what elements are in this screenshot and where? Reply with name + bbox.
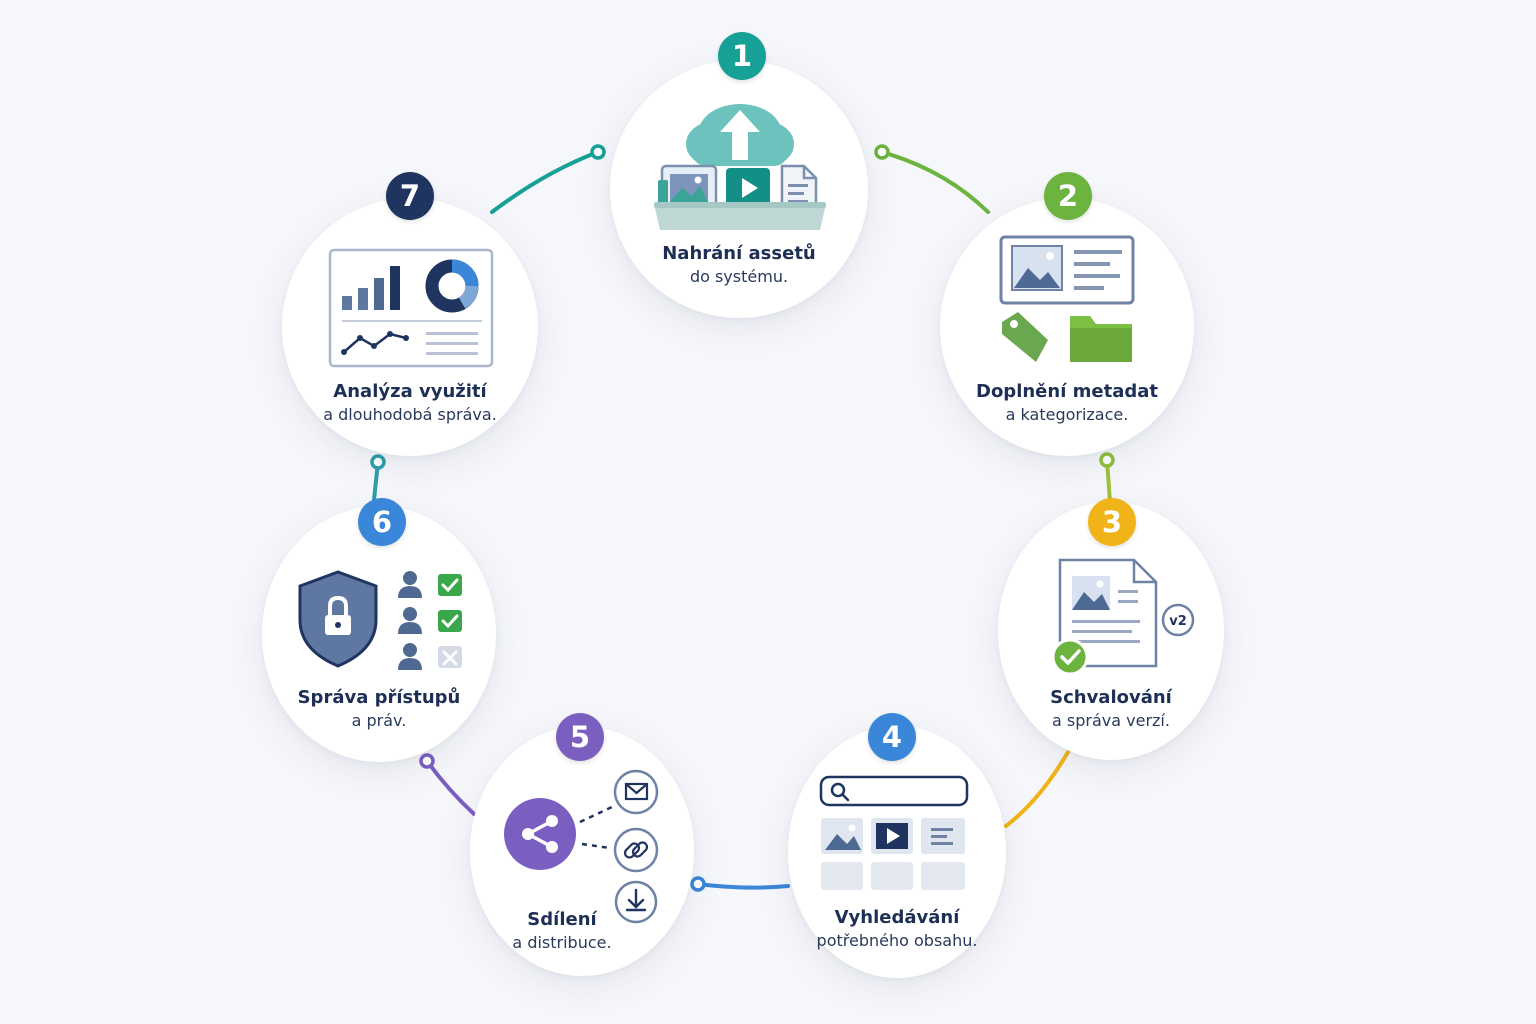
connector-node — [874, 144, 890, 160]
connector-node — [590, 144, 606, 160]
step-7-analytics: Analýza využití a dlouhodobá správa. — [282, 198, 538, 456]
step-label: Analýza využití a dlouhodobá správa. — [282, 380, 538, 426]
step-subtitle: a práv. — [351, 711, 407, 730]
step-number-badge: 1 — [718, 32, 766, 80]
step-subtitle: do systému. — [689, 267, 789, 286]
step-number-badge: 6 — [358, 498, 406, 546]
metadata-card-icon — [999, 235, 1135, 362]
connector-3-to-4 — [1004, 750, 1070, 828]
step-6-access: Správa přístupů a práv. — [262, 506, 496, 762]
step-3-approval: v2 Schvalování a správa verzí. — [998, 502, 1224, 760]
connector-node — [1099, 452, 1115, 468]
step-label: Nahrání assetů do systému. — [610, 242, 868, 288]
step-2-metadata: Doplnění metadat a kategorizace. — [940, 198, 1194, 456]
connector-5-to-6 — [425, 759, 476, 816]
connector-1-to-2 — [880, 150, 990, 214]
shield-lock-icon — [298, 570, 462, 670]
analytics-dashboard-icon — [328, 248, 494, 368]
step-label: Schvalování a správa verzí. — [998, 686, 1224, 732]
step-subtitle: a dlouhodobá správa. — [323, 405, 497, 424]
share-network-icon — [504, 769, 659, 924]
step-1-upload: Nahrání assetů do systému. — [610, 60, 868, 318]
connector-node — [370, 454, 386, 470]
connector-node — [690, 876, 706, 892]
step-number-badge: 7 — [386, 172, 434, 220]
step-number-badge: 2 — [1044, 172, 1092, 220]
step-title: Doplnění metadat — [976, 381, 1158, 402]
connector-4-to-5 — [696, 882, 790, 890]
step-4-search: Vyhledávání potřebného obsahu. — [788, 726, 1006, 978]
step-subtitle: a kategorizace. — [1005, 405, 1129, 424]
step-number-badge: 4 — [868, 713, 916, 761]
step-label: Sdílení a distribuce. — [470, 908, 654, 954]
step-title: Vyhledávání — [834, 907, 960, 928]
search-grid-icon — [819, 775, 969, 890]
step-subtitle: a distribuce. — [512, 933, 612, 952]
connector-node — [419, 753, 435, 769]
step-title: Analýza využití — [333, 381, 487, 402]
step-title: Správa přístupů — [297, 687, 461, 708]
link-icon — [613, 827, 659, 873]
step-5-sharing: Sdílení a distribuce. — [470, 726, 694, 976]
step-number-badge: 5 — [556, 713, 604, 761]
approved-document-icon: v2 — [1051, 558, 1195, 676]
step-subtitle: a správa verzí. — [1052, 711, 1170, 730]
step-title: Schvalování — [1050, 687, 1172, 708]
step-label: Vyhledávání potřebného obsahu. — [788, 906, 1006, 952]
step-label: Správa přístupů a práv. — [262, 686, 496, 732]
step-subtitle: potřebného obsahu. — [816, 931, 978, 950]
step-label: Doplnění metadat a kategorizace. — [940, 380, 1194, 426]
step-number-badge: 3 — [1088, 498, 1136, 546]
cloud-upload-icon — [654, 104, 826, 230]
version-badge: v2 — [1169, 614, 1187, 629]
connector-7-to-1 — [490, 150, 600, 214]
step-title: Sdílení — [527, 909, 597, 930]
step-title: Nahrání assetů — [662, 243, 816, 264]
